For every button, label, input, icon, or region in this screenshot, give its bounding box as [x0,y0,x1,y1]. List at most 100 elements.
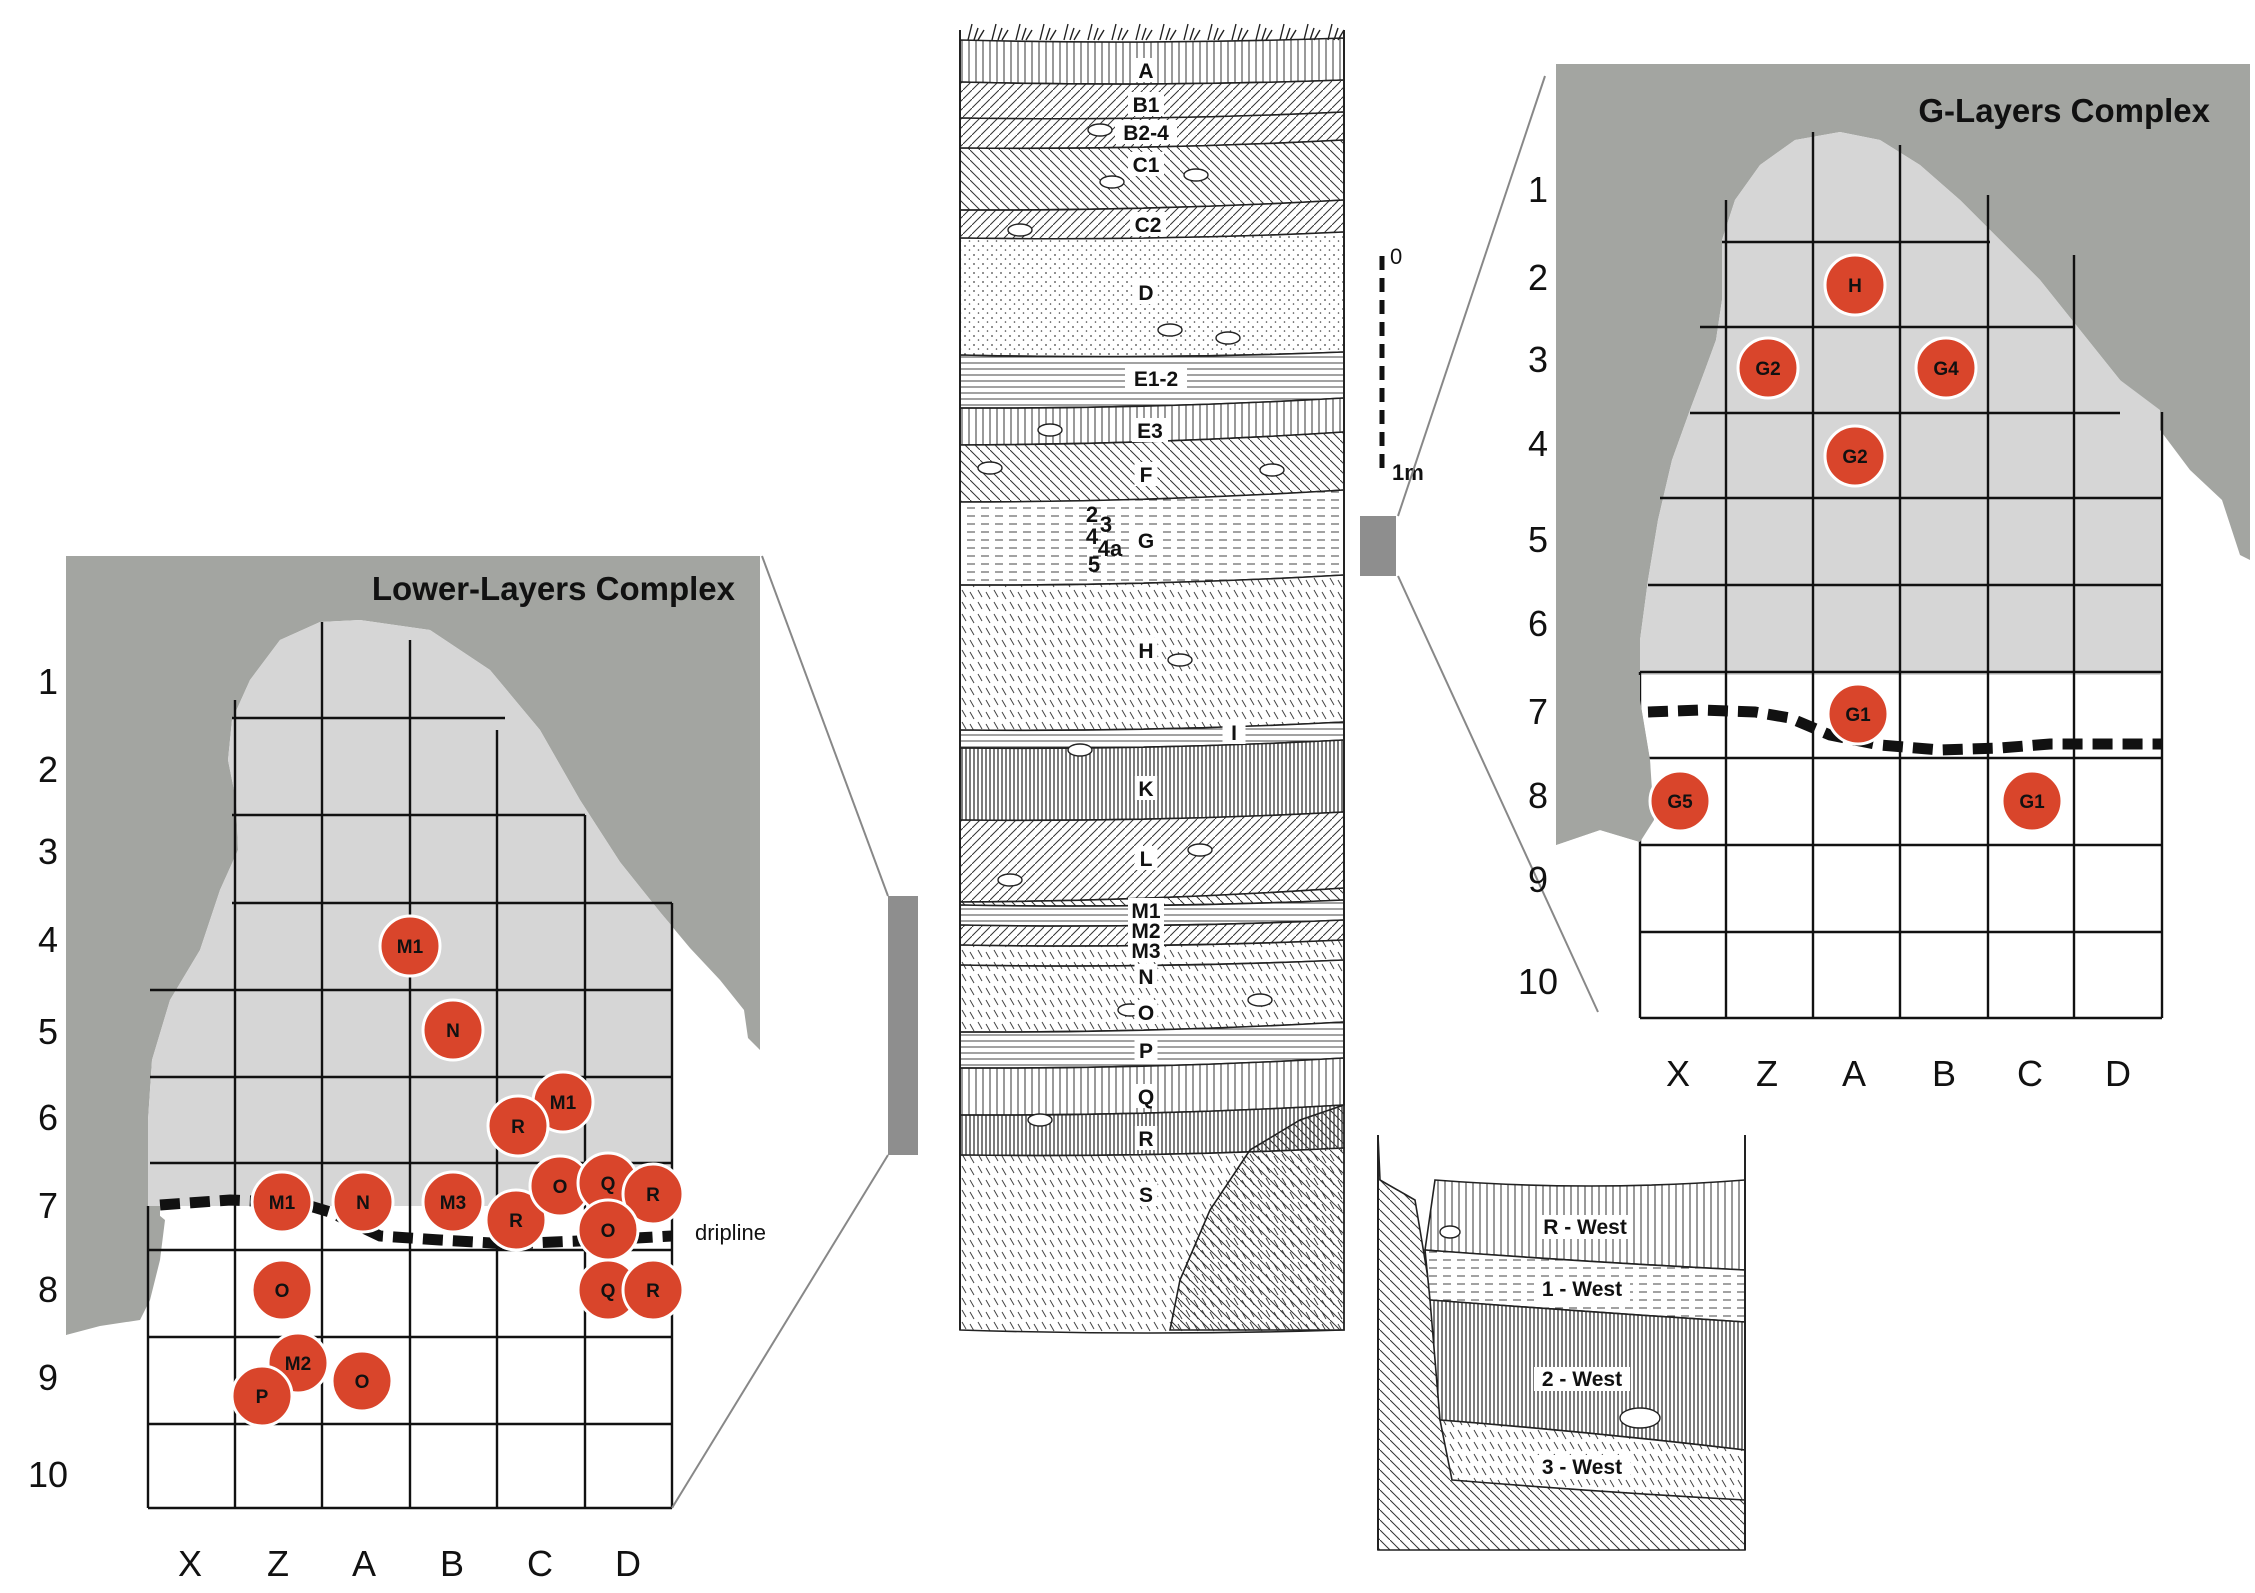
pebble [1215,331,1241,345]
find-marker [421,1170,485,1234]
find-label: H [1848,276,1862,297]
column-label: B [1932,1053,1956,1094]
row-label: 10 [28,1454,68,1495]
find-label: R [646,1185,660,1206]
layer-label-bg [1134,964,1158,988]
g-dripline [1647,704,2162,756]
find-marker [1823,424,1887,488]
layer-label-bg [1134,1126,1158,1150]
grass-tuft [991,23,1009,41]
west-layer-label: 1 - West [1542,1278,1622,1301]
layer-label: M3 [1131,940,1160,963]
find-label: N [446,1021,460,1042]
layer-label-bg [1134,1038,1158,1062]
layer-label: C1 [1133,154,1160,177]
find-label: M1 [397,937,424,958]
find-label: O [553,1177,568,1198]
layer-label: A [1138,60,1153,83]
west-label-bg [1537,1215,1633,1239]
row-label: 2 [38,749,58,790]
layer-label: Q [1138,1086,1154,1109]
pebble [1067,743,1093,757]
column-label: A [1842,1053,1866,1094]
pebble [997,873,1023,887]
grass-tuft [1279,23,1297,41]
layer-label-bg [1128,92,1164,116]
layer-label: S [1139,1184,1153,1207]
layer-label-bg [1128,938,1164,962]
column-label: A [352,1543,376,1584]
grass-tuft [1207,23,1225,41]
lower-section-marker [888,896,918,1155]
row-label: 1 [1528,169,1548,210]
layer-label-bg [1134,528,1158,552]
grass-tuft [1111,23,1129,41]
lower-connector-top [761,555,889,897]
pebble [977,461,1003,475]
find-label: R [509,1211,523,1232]
find-marker [378,914,442,978]
find-marker [1823,253,1887,317]
layer-label: K [1138,778,1153,801]
column-label: C [527,1543,553,1584]
layer-label-bg [1134,1182,1158,1206]
row-label: 8 [1528,775,1548,816]
find-marker [331,1170,395,1234]
layer-label-bg [1134,846,1158,870]
find-label: Q [601,1281,616,1302]
pebble [1007,223,1033,237]
find-label: G5 [1667,792,1693,813]
find-marker [484,1188,548,1252]
layer-label: D [1138,282,1153,305]
row-label: 4 [1528,423,1548,464]
row-label: 7 [1528,691,1548,732]
find-label: O [355,1372,370,1393]
pebble [1157,323,1183,337]
grass-tuft [967,23,985,41]
g-rock-over-grid [1556,675,1654,845]
row-label: 8 [38,1269,58,1310]
column-label: X [178,1543,202,1584]
scale-bar: 0 1m [1379,244,1424,485]
pebble [1259,463,1285,477]
layer-label: M2 [1131,920,1160,943]
grass-tuft [1183,23,1201,41]
row-label: 4 [38,919,58,960]
layer-label: E3 [1137,420,1163,443]
find-marker [250,1258,314,1322]
layer-label-bg [1134,462,1158,486]
layer-label-bg [1132,418,1168,442]
g-connector-top [1397,75,1546,517]
find-label: R [646,1281,660,1302]
find-label: N [356,1193,370,1214]
g-sublayer-label: 2 [1086,502,1098,527]
row-label: 9 [38,1357,58,1398]
pebble [1247,993,1273,1007]
find-marker [230,1364,294,1428]
layer-label: R [1138,1128,1153,1151]
layer-label-bg [1125,366,1187,390]
layer-label: I [1231,722,1237,745]
pebble [1187,843,1213,857]
find-label: Q [601,1174,616,1195]
dripline-label: dripline [695,1220,766,1245]
row-label: 2 [1528,257,1548,298]
layer-label: E1-2 [1134,368,1178,391]
find-marker [1648,769,1712,833]
layer-label: C2 [1135,214,1162,237]
find-label: O [601,1221,616,1242]
west-label-bg [1534,1367,1630,1391]
layer-label-bg [1130,212,1166,236]
find-label: G1 [2019,792,2045,813]
pebble [1027,1113,1053,1127]
row-label: 6 [1528,603,1548,644]
west-layer-label: R - West [1543,1216,1627,1239]
grass-tuft [1327,23,1345,41]
column-label: Z [267,1543,289,1584]
